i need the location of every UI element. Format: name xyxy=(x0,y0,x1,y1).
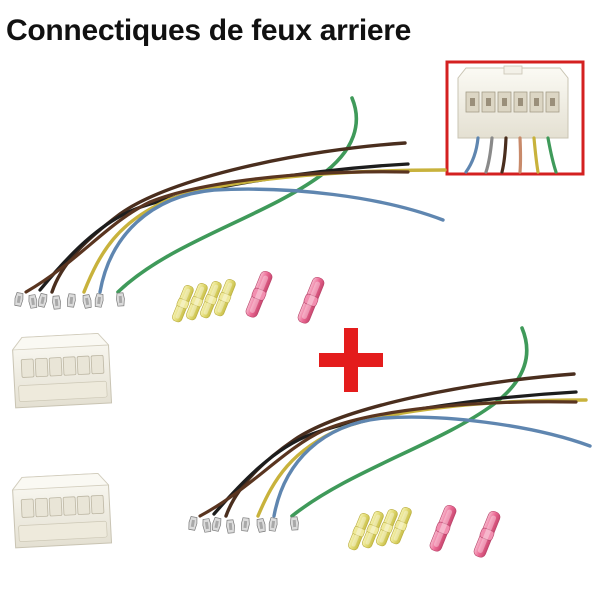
wire-terminals-top xyxy=(13,291,126,310)
wire-terminals-bottom xyxy=(187,515,300,534)
connector-housing-2 xyxy=(11,472,113,549)
wire-harness-top xyxy=(24,96,447,294)
butt-connectors-bottom xyxy=(346,503,503,560)
connector-housing-1 xyxy=(11,332,113,409)
page-title: Connectiques de feux arriere xyxy=(6,14,412,47)
wire-harness-bottom xyxy=(198,326,592,518)
connector-inset xyxy=(445,60,585,176)
butt-connectors-top xyxy=(170,269,327,326)
plus-sign xyxy=(319,328,383,392)
